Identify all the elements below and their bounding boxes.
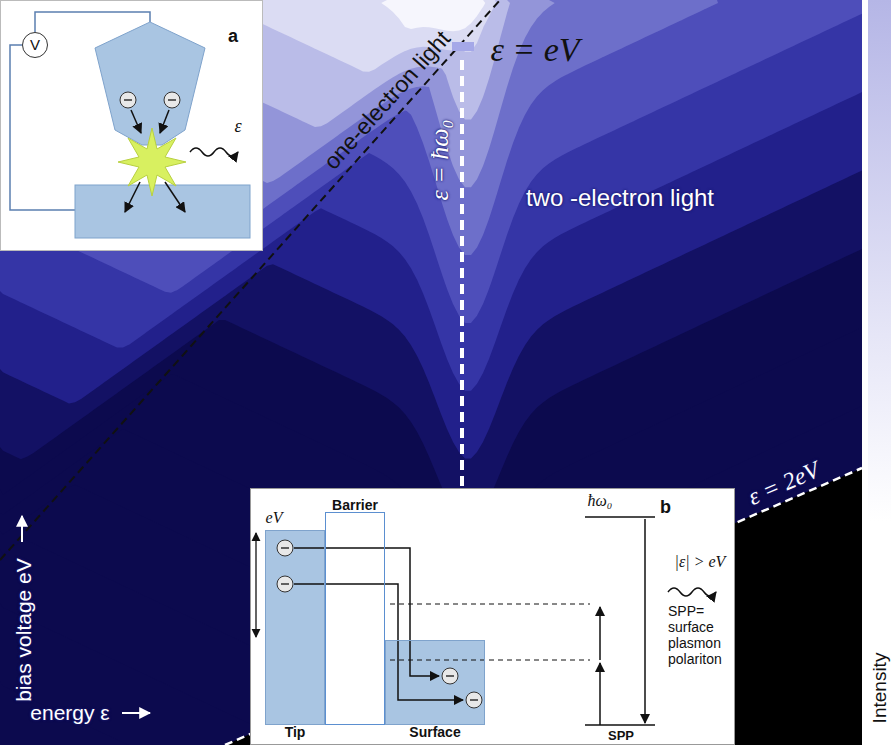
- energy-axis-arrow: [122, 712, 150, 714]
- circuit-wire: [10, 45, 75, 210]
- intensity-panel: [868, 0, 891, 745]
- node-label: Tip: [285, 724, 306, 740]
- resonance-line: [460, 60, 464, 488]
- surface-block: Surface: [385, 640, 485, 725]
- energy-label: ħω₀: [588, 492, 613, 510]
- contour-band: [0, 0, 870, 323]
- plasmon-star: [118, 128, 186, 196]
- node-label: b: [660, 497, 671, 518]
- circuit-wire: [35, 12, 150, 32]
- virtual-levels: [390, 604, 590, 660]
- electron-symbol: [277, 540, 482, 708]
- node-label: Surface: [409, 724, 460, 740]
- voltmeter-circle: V: [22, 32, 48, 58]
- node-label: V: [30, 36, 40, 53]
- region-label: two -electron light: [526, 184, 714, 212]
- inset-panel: [251, 489, 735, 745]
- equation-label: ε = ħω₀: [425, 119, 455, 200]
- photon-wave: [668, 588, 716, 596]
- one-electron-line: [0, 0, 500, 560]
- contour-band: [0, 0, 870, 391]
- energy-label: eV: [266, 509, 283, 527]
- barrier-block: Barrier: [325, 512, 385, 725]
- condition-label: |ε| > eV: [675, 553, 726, 571]
- level-label: SPP: [608, 729, 634, 744]
- photon-wave: [190, 148, 238, 156]
- node-label: a: [228, 26, 238, 47]
- contour-band: [0, 0, 870, 526]
- panel-gap: [862, 0, 868, 745]
- node-label: Barrier: [332, 497, 378, 513]
- contour-bands: [0, 0, 870, 745]
- equation-label: ε = eV: [490, 30, 579, 69]
- equation-label: ε = 2eV: [744, 456, 824, 511]
- surface-slab: [75, 185, 250, 238]
- contour-band: [0, 0, 870, 745]
- two-ev-line: [225, 468, 862, 745]
- spp-levels: [585, 517, 655, 725]
- axis-label: Intensity: [869, 653, 891, 724]
- electron-symbol: [120, 92, 180, 108]
- inset-panel: bTipBarrierSurface: [250, 488, 735, 745]
- voltage-axis-arrow: [21, 516, 23, 542]
- forbidden-region: [225, 468, 862, 745]
- bias-arrow: [255, 533, 256, 637]
- axis-label: bias voltage eV: [12, 558, 36, 702]
- contour-band: [0, 0, 870, 745]
- axis-label: energy ε: [30, 701, 109, 725]
- contour-band: [0, 0, 870, 458]
- inset-panel: aV: [0, 0, 263, 251]
- inset-panel: [1, 1, 263, 251]
- tip-block: Tip: [265, 530, 325, 725]
- photon-label: ε: [234, 116, 241, 137]
- surface-level: [385, 640, 485, 725]
- electron-arrows: [125, 110, 185, 212]
- tunnel-arrows: [294, 548, 463, 700]
- tip-level: [265, 530, 325, 725]
- note-label: SPP= surface plasmon polariton: [668, 603, 734, 667]
- contour-band: [0, 0, 870, 745]
- contour-band: [0, 0, 870, 745]
- tip-shape: [95, 22, 205, 145]
- contour-band: [0, 0, 718, 255]
